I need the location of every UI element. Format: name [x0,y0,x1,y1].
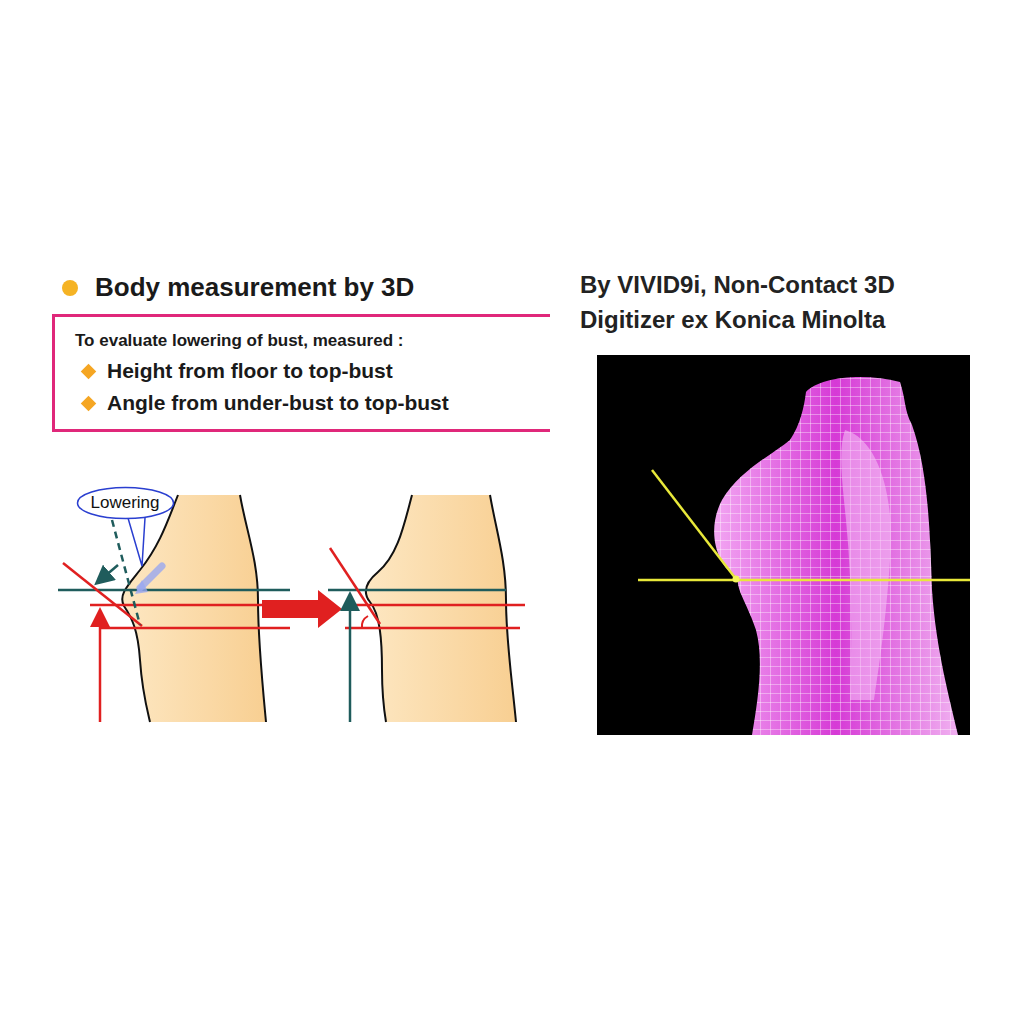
title-bullet [62,280,78,296]
body-profile-before [122,495,266,722]
bullet-diamond [81,396,97,412]
text: Height from floor to top-bust [107,359,393,382]
info-box: To evaluate lowering of bust, measured :… [52,314,550,432]
bullet-item: Angle from under-bust to top-bust [75,391,526,415]
measure-lines-after [328,548,525,722]
text: To evaluate lowering of bust, measured : [75,331,403,350]
callout-text: Lowering [91,493,160,513]
bullet-diamond [81,364,97,380]
heading: Body measurement by 3D [95,272,414,303]
callout-ellipse: Lowering [76,486,175,520]
scan-image [597,355,970,738]
image-heading: By VIVID9i, Non-Contact 3D Digitizer ex … [580,268,992,338]
text: Angle from under-bust to top-bust [107,391,449,414]
intro-text: To evaluate lowering of bust, measured : [75,331,526,351]
measure-lines-before [58,520,290,722]
callout-tail [128,518,145,566]
body-profile-after [366,495,516,722]
bullet-item: Height from floor to top-bust [75,359,526,383]
transition-arrow [262,590,342,628]
